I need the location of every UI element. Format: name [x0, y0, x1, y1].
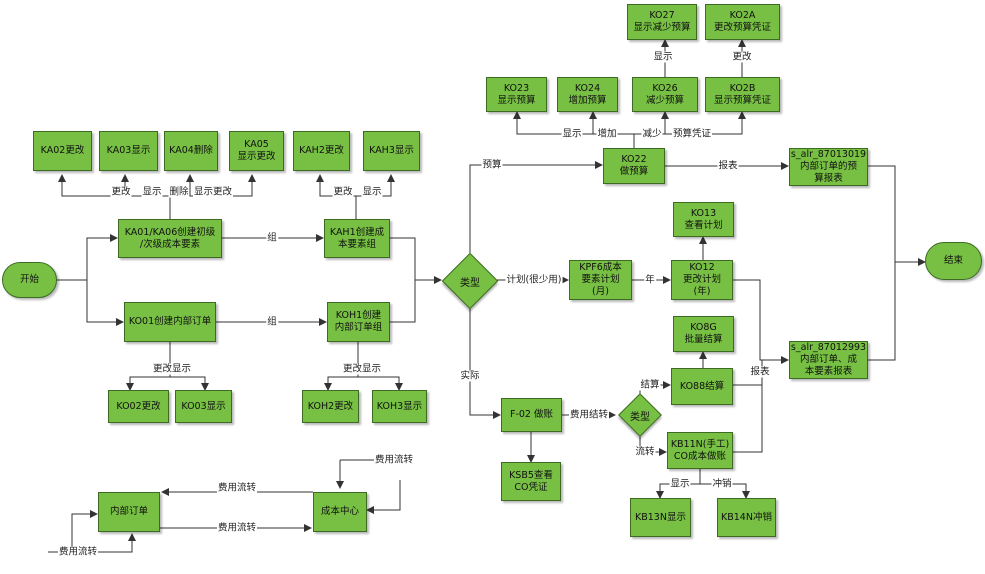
label-budget-add: 增加 [596, 128, 618, 140]
kb13n-display-node: KB13N显示 [630, 498, 691, 537]
kah2-change-node: KAH2更改 [293, 131, 350, 171]
ko2a-change-budget-voucher-node: KO2A 更改预算凭证 [705, 4, 780, 40]
label-cost-flow-to-io: 费用流转 [216, 482, 258, 494]
start-node: 开始 [2, 262, 57, 298]
kah1-create-element-group-node: KAH1创建成 本要素组 [324, 219, 390, 258]
ko13-view-plan-node: KO13 查看计划 [673, 202, 734, 237]
label-cost-flow-to-cc: 费用流转 [216, 522, 258, 534]
label-cost-flow-io-in: 费用流转 [57, 546, 99, 558]
ka01-create-cost-element-node: KA01/KA06创建初级 /次级成本要素 [118, 219, 222, 258]
label-group-1: 组 [266, 232, 278, 244]
type-decision-2: 类型 [615, 393, 665, 437]
label-actual: 实际 [459, 370, 481, 382]
ko22-make-budget-node: KO22 做预算 [603, 148, 665, 184]
label-report-a: 报表 [717, 160, 739, 172]
label-budget-voucher: 预算凭证 [671, 128, 713, 140]
label-koh-change-show: 更改显示 [341, 363, 383, 375]
ko24-add-budget-node: KO24 增加预算 [557, 77, 618, 112]
ka05-display-change-node: KA05 显示更改 [229, 131, 284, 171]
label-ka-delete: 删除 [168, 186, 190, 198]
label-group-2: 组 [266, 316, 278, 328]
label-plan: 计划(很少用) [505, 274, 563, 286]
ko01-create-internal-order-node: KO01创建内部订单 [124, 302, 216, 342]
end-node: 结束 [925, 242, 982, 280]
type-decision-1-label: 类型 [460, 277, 480, 289]
label-cost-settle: 费用结转 [568, 409, 610, 421]
ko26-reduce-budget-node: KO26 减少预算 [632, 77, 698, 112]
element-report-node: s_alr_87012993 内部订单、成 本要素报表 [789, 341, 868, 379]
label-report-b: 报表 [749, 366, 771, 378]
ko2b-show-budget-voucher-node: KO2B 显示预算凭证 [705, 77, 780, 112]
label-ka-show-change: 显示更改 [192, 186, 234, 198]
budget-report-node: s_alr_87013019 内部订单的预 算报表 [789, 148, 868, 186]
label-budget-reduce: 减少 [641, 128, 663, 140]
ka04-delete-node: KA04删除 [164, 131, 218, 171]
label-change-up: 更改 [731, 51, 753, 63]
cost-center-node: 成本中心 [313, 492, 367, 532]
ko88-settle-node: KO88结算 [671, 368, 733, 405]
label-kah-change: 更改 [332, 186, 354, 198]
type-decision-2-label: 类型 [630, 411, 650, 423]
label-ka-change: 更改 [110, 186, 132, 198]
ka03-display-node: KA03显示 [99, 131, 158, 171]
koh2-change-node: KOH2更改 [302, 390, 359, 423]
label-show-up: 显示 [652, 51, 674, 63]
ka02-change-node: KA02更改 [33, 131, 92, 171]
kb11n-manual-posting-node: KB11N(手工) CO成本做账 [667, 432, 733, 469]
label-budget: 预算 [481, 159, 503, 171]
koh1-create-order-group-node: KOH1创建 内部订单组 [327, 302, 390, 342]
label-budget-show: 显示 [561, 128, 583, 140]
f02-posting-node: F-02 做账 [501, 398, 562, 432]
ksb5-view-co-voucher-node: KSB5查看 CO凭证 [501, 462, 561, 501]
ko12-change-plan-node: KO12 更改计划 (年) [671, 260, 733, 300]
label-flow: 流转 [634, 446, 656, 458]
ko02-change-node: KO02更改 [108, 390, 169, 423]
label-ko-change-show: 更改显示 [151, 363, 193, 375]
koh3-display-node: KOH3显示 [372, 390, 427, 423]
ko8g-batch-settle-node: KO8G 批量结算 [673, 316, 734, 352]
kah3-display-node: KAH3显示 [363, 131, 420, 171]
type-decision-1: 类型 [441, 252, 499, 310]
kb14n-reverse-node: KB14N冲销 [717, 498, 776, 537]
label-kah-show: 显示 [361, 186, 383, 198]
label-cost-flow-cc-in: 费用流转 [373, 454, 415, 466]
ko03-display-node: KO03显示 [175, 390, 232, 423]
label-settle: 结算 [639, 379, 661, 391]
ko27-show-reduce-budget-node: KO27 显示减少预算 [627, 4, 697, 40]
label-year: 年 [644, 274, 656, 286]
label-kb-show: 显示 [669, 478, 691, 490]
internal-order-node: 内部订单 [98, 492, 160, 532]
label-kb-reverse: 冲销 [711, 478, 733, 490]
kpf6-element-plan-node: KPF6成本 要素计划 (月) [569, 260, 632, 300]
label-ka-show: 显示 [141, 186, 163, 198]
ko23-show-budget-node: KO23 显示预算 [486, 77, 547, 112]
